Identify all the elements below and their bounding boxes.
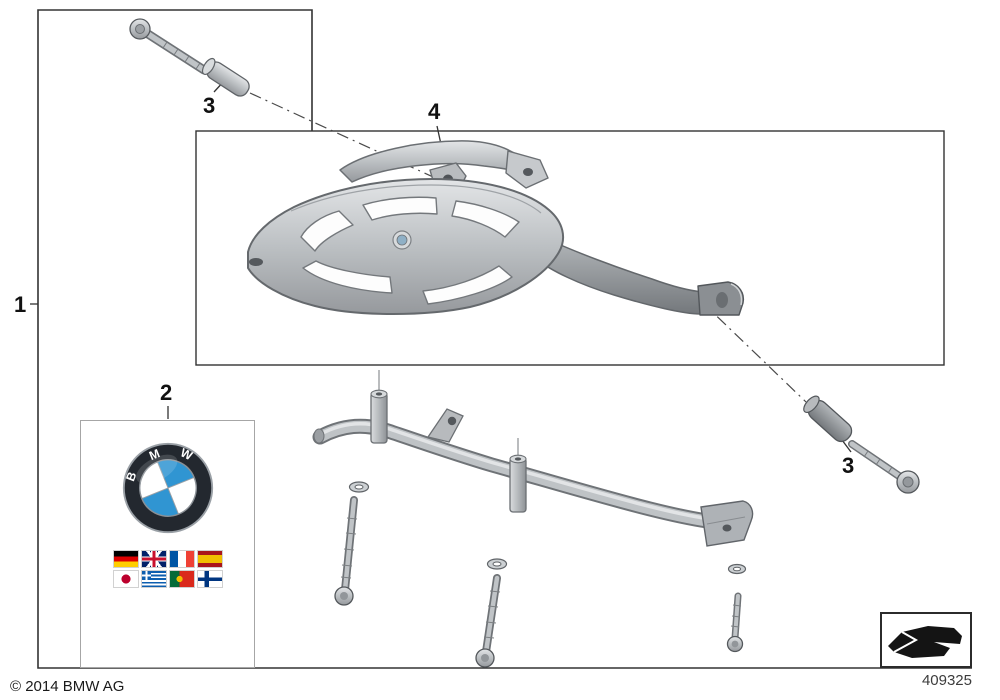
copyright-notice: © 2014 BMW AG — [10, 678, 125, 695]
language-flags — [114, 551, 226, 587]
washer — [486, 558, 508, 570]
bolt — [334, 496, 358, 606]
screw-spacer-lower — [803, 395, 920, 494]
washer — [348, 481, 370, 493]
alignment-line-upper — [249, 92, 445, 183]
diagram-part-number: 409325 — [921, 672, 972, 689]
bmw-roundel-logo: B M W — [122, 442, 214, 534]
callout-rack: 4 — [428, 99, 441, 124]
luggage-rack-part — [247, 140, 745, 316]
alignment-line-lower — [699, 299, 807, 403]
roundel-letter-m: M — [147, 446, 162, 463]
france-flag-icon — [170, 551, 194, 567]
screw-spacer-upper — [129, 18, 250, 97]
callout-screw-upper: 3 — [203, 93, 216, 118]
tool-icon-box — [880, 612, 972, 668]
uk-flag-icon — [142, 551, 166, 567]
spacer-sleeve-lower — [803, 395, 853, 443]
callout-manual: 2 — [160, 380, 173, 405]
spain-flag-icon — [198, 551, 222, 567]
greece-flag-icon — [142, 571, 166, 587]
spacer-sleeve-upper — [201, 57, 250, 97]
bolt — [726, 592, 744, 653]
rack-box-outline — [195, 130, 945, 366]
finland-flag-icon — [198, 571, 222, 587]
bracket-post-left — [370, 389, 388, 444]
bolt — [475, 574, 501, 668]
kit-boundary-line — [37, 9, 972, 669]
callout-screw-lower: 3 — [842, 453, 855, 478]
japan-flag-icon — [114, 571, 138, 587]
bracket-post-right — [509, 454, 527, 513]
bracket-tool-icon — [888, 626, 962, 658]
owners-manual-card: B M W — [80, 420, 255, 668]
germany-flag-icon — [114, 551, 138, 567]
callout-kit: 1 — [14, 292, 27, 317]
washer — [727, 563, 747, 575]
portugal-flag-icon — [170, 571, 194, 587]
mounting-bracket-part — [312, 370, 754, 547]
fasteners — [334, 481, 747, 668]
